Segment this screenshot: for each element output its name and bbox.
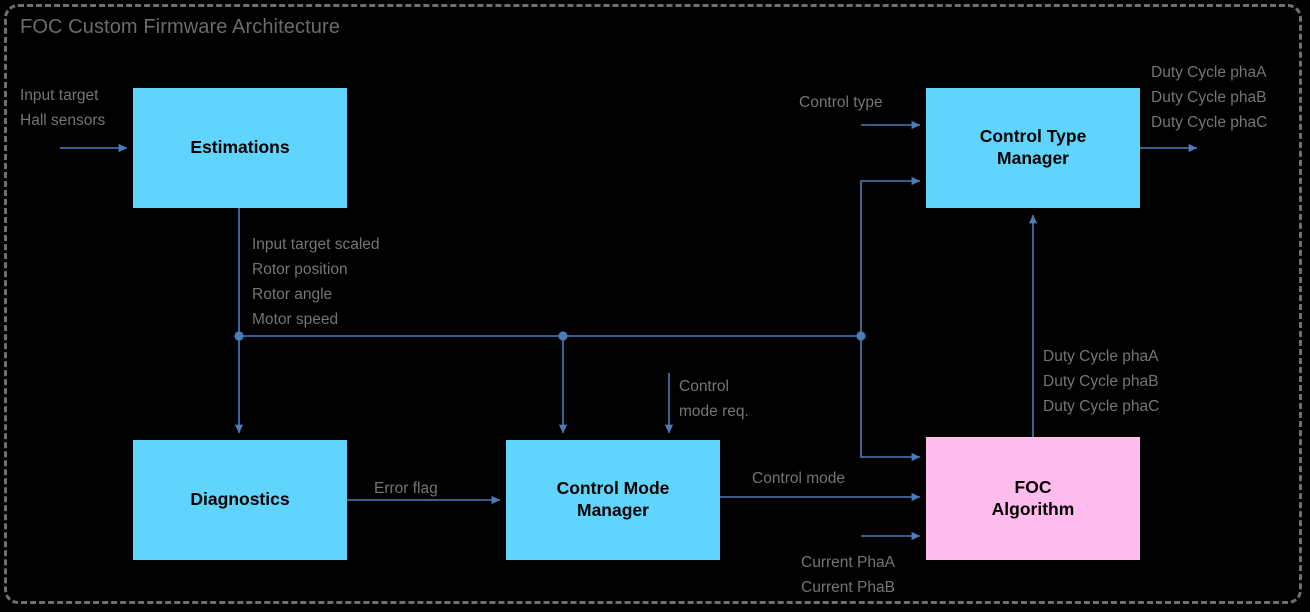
signal-duty-cycle-output: Duty Cycle phaA Duty Cycle phaB Duty Cyc… <box>1151 64 1268 132</box>
junction-dot-right-branch <box>856 331 866 341</box>
signal-estimation-outputs: Input target scaled Rotor position Rotor… <box>252 236 380 329</box>
node-foc-algorithm[interactable]: FOC Algorithm <box>926 437 1140 560</box>
node-control-type-manager-label: Control Type Manager <box>979 126 1087 168</box>
wire-bus-to-control-type-manager <box>860 176 921 336</box>
node-diagnostics[interactable]: Diagnostics <box>133 440 347 560</box>
node-control-mode-manager-label: Control Mode Manager <box>556 478 670 520</box>
wire-bus-to-foc-algorithm <box>860 336 921 462</box>
signal-control-mode: Control mode <box>752 470 846 487</box>
junction-dot-estimations <box>234 331 244 341</box>
signal-control-mode-req: Control mode req. <box>679 378 749 421</box>
page-title: FOC Custom Firmware Architecture <box>20 16 340 38</box>
signal-duty-cycle-feedback: Duty Cycle phaA Duty Cycle phaB Duty Cyc… <box>1043 348 1160 416</box>
node-estimations-label: Estimations <box>190 137 290 158</box>
node-estimations[interactable]: Estimations <box>133 88 347 208</box>
signal-input-target-hall-sensors: Input target Hall sensors <box>20 87 106 130</box>
signal-error-flag: Error flag <box>374 480 438 497</box>
node-diagnostics-label: Diagnostics <box>190 489 290 510</box>
junction-dot-control-mode-manager <box>558 331 568 341</box>
signal-control-type: Control type <box>799 94 883 111</box>
node-foc-algorithm-label: FOC Algorithm <box>991 476 1075 519</box>
node-control-mode-manager[interactable]: Control Mode Manager <box>506 440 720 560</box>
node-control-type-manager[interactable]: Control Type Manager <box>926 88 1140 208</box>
signal-current-phases: Current PhaA Current PhaB <box>801 554 895 597</box>
